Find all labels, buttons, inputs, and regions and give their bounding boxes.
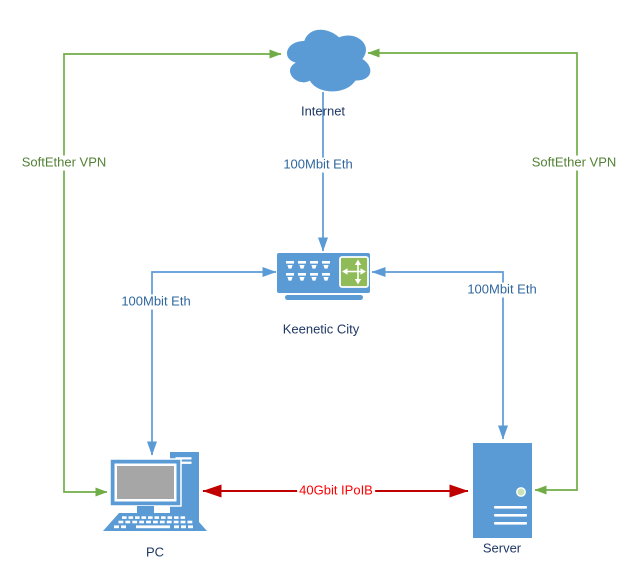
eth-left-label: 100Mbit Eth — [119, 293, 193, 310]
edge-eth-router-server — [371, 267, 508, 440]
vpn-left-label: SoftEther VPN — [19, 154, 109, 171]
router-icon — [277, 253, 370, 300]
server-led-icon — [516, 487, 526, 497]
server-label: Server — [482, 540, 522, 556]
internet-label: Internet — [300, 103, 346, 119]
pc-label: PC — [145, 544, 165, 560]
desktop-pc-icon — [103, 452, 207, 531]
edge-eth-router-pc — [147, 267, 277, 456]
server-vents — [494, 506, 527, 525]
eth-top-label: 100Mbit Eth — [281, 156, 355, 173]
pc-keyboard — [103, 513, 207, 531]
ipoib-label: 40Gbit IPoIB — [297, 482, 375, 499]
edge-vpn-left — [63, 49, 282, 497]
internet-cloud-icon — [287, 29, 371, 92]
router-label: Keenetic City — [282, 321, 360, 337]
eth-right-label: 100Mbit Eth — [465, 281, 539, 298]
vpn-right-label: SoftEther VPN — [529, 154, 619, 171]
server-tower-icon — [473, 443, 532, 538]
pc-monitor — [109, 458, 182, 515]
edge-vpn-right — [367, 48, 578, 495]
router-switch-arrows-icon — [339, 256, 369, 288]
